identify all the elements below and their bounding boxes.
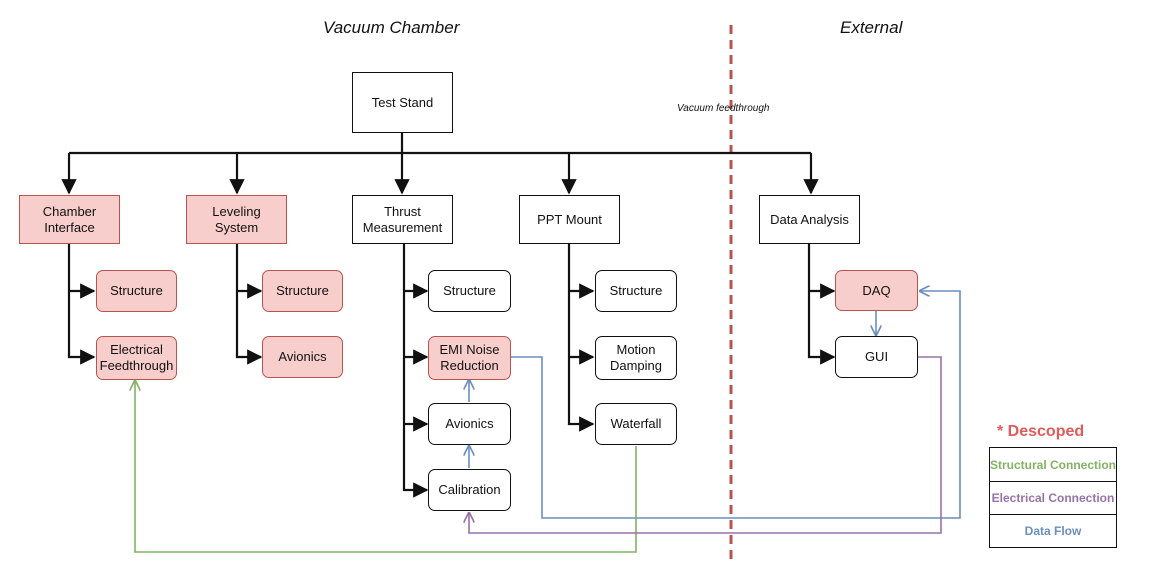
node-gui[interactable]: GUI (835, 336, 918, 378)
hierarchy-connectors (61, 133, 836, 498)
node-thrust-avionics[interactable]: Avionics (428, 403, 511, 445)
node-ppt-structure[interactable]: Structure (595, 270, 677, 312)
legend-electrical: Electrical Connection (990, 481, 1116, 514)
legend-data-flow: Data Flow (990, 514, 1116, 547)
node-electrical-feedthrough[interactable]: Electrical Feedthrough (96, 336, 177, 380)
electrical-connector (469, 356, 942, 534)
data-flow-connectors (469, 291, 961, 519)
region-label-vacuum-chamber: Vacuum Chamber (323, 18, 460, 37)
node-data-analysis[interactable]: Data Analysis (759, 195, 860, 244)
node-thrust-measurement[interactable]: Thrust Measurement (352, 195, 453, 244)
legend: Structural Connection Electrical Connect… (989, 447, 1117, 548)
structural-connector (135, 381, 637, 553)
node-leveling-system[interactable]: Leveling System (186, 195, 287, 244)
node-daq[interactable]: DAQ (835, 270, 918, 311)
region-label-external: External (840, 18, 903, 37)
node-chamber-interface[interactable]: Chamber Interface (19, 195, 120, 244)
node-thrust-structure[interactable]: Structure (428, 270, 511, 312)
node-chamber-interface-structure[interactable]: Structure (96, 270, 177, 312)
legend-descoped-label: * Descoped (997, 423, 1085, 440)
vacuum-feedthrough-note: Vacuum feedthrough (677, 103, 770, 114)
node-waterfall[interactable]: Waterfall (595, 403, 677, 445)
node-leveling-avionics[interactable]: Avionics (262, 336, 343, 378)
node-test-stand[interactable]: Test Stand (352, 72, 453, 133)
node-ppt-mount[interactable]: PPT Mount (519, 195, 620, 244)
node-calibration[interactable]: Calibration (428, 469, 511, 511)
node-emi-noise-reduction[interactable]: EMI Noise Reduction (428, 336, 511, 380)
node-leveling-structure[interactable]: Structure (262, 270, 343, 312)
node-motion-damping[interactable]: Motion Damping (595, 336, 677, 380)
legend-structural: Structural Connection (990, 457, 1117, 472)
